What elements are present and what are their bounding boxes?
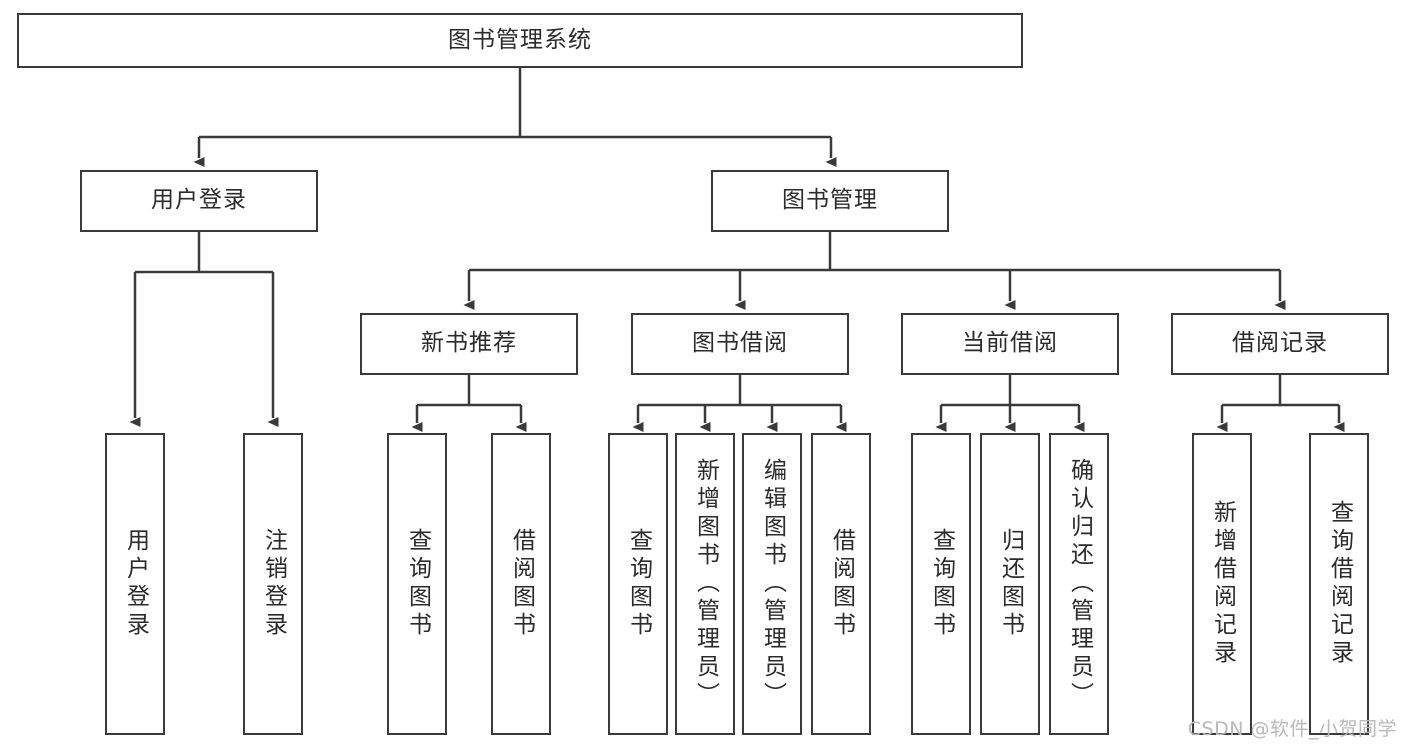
node-root[interactable]: 图书管理系统: [17, 13, 1023, 68]
node-book-admin-label: 图书管理: [782, 187, 878, 214]
leaf-edit-book-label: 编辑图书（管理员）: [759, 458, 786, 710]
node-root-label: 图书管理系统: [448, 26, 592, 53]
node-user-login-label: 用户登录: [151, 187, 247, 214]
leaf-user-login-label: 用户登录: [122, 528, 149, 640]
leaf-edit-book[interactable]: 编辑图书（管理员）: [742, 433, 802, 735]
node-book-borrow[interactable]: 图书借阅: [631, 313, 849, 375]
node-borrow-record[interactable]: 借阅记录: [1171, 313, 1389, 375]
node-current-borrow-label: 当前借阅: [962, 330, 1058, 357]
leaf-query-book-1-label: 查询图书: [404, 528, 431, 640]
leaf-query-book-1[interactable]: 查询图书: [387, 433, 447, 735]
node-book-borrow-label: 图书借阅: [692, 330, 788, 357]
leaf-logout-login[interactable]: 注销登录: [243, 433, 303, 735]
leaf-borrow-book-2[interactable]: 借阅图书: [811, 433, 871, 735]
leaf-add-record-label: 新增借阅记录: [1209, 500, 1236, 668]
node-new-book-recommend[interactable]: 新书推荐: [360, 313, 578, 375]
leaf-query-book-2-label: 查询图书: [625, 528, 652, 640]
csdn-watermark: CSDN @软件_小贺同学: [1187, 718, 1397, 740]
leaf-add-book-label: 新增图书（管理员）: [692, 458, 719, 710]
leaf-query-book-3[interactable]: 查询图书: [911, 433, 971, 735]
leaf-query-record[interactable]: 查询借阅记录: [1309, 433, 1369, 735]
node-current-borrow[interactable]: 当前借阅: [901, 313, 1119, 375]
leaf-logout-login-label: 注销登录: [260, 528, 287, 640]
leaf-add-record[interactable]: 新增借阅记录: [1192, 433, 1252, 735]
leaf-borrow-book-2-label: 借阅图书: [828, 528, 855, 640]
leaf-return-book-label: 归还图书: [997, 528, 1024, 640]
node-book-admin[interactable]: 图书管理: [711, 170, 949, 232]
leaf-user-login[interactable]: 用户登录: [105, 433, 165, 735]
leaf-query-record-label: 查询借阅记录: [1326, 500, 1353, 668]
leaf-return-book[interactable]: 归还图书: [980, 433, 1040, 735]
leaf-add-book[interactable]: 新增图书（管理员）: [675, 433, 735, 735]
leaf-borrow-book-1-label: 借阅图书: [508, 528, 535, 640]
leaf-confirm-return[interactable]: 确认归还（管理员）: [1049, 433, 1109, 735]
node-user-login[interactable]: 用户登录: [80, 170, 318, 232]
leaf-query-book-3-label: 查询图书: [928, 528, 955, 640]
node-new-book-recommend-label: 新书推荐: [421, 330, 517, 357]
leaf-confirm-return-label: 确认归还（管理员）: [1066, 458, 1093, 710]
node-borrow-record-label: 借阅记录: [1232, 330, 1328, 357]
leaf-borrow-book-1[interactable]: 借阅图书: [491, 433, 551, 735]
leaf-query-book-2[interactable]: 查询图书: [608, 433, 668, 735]
